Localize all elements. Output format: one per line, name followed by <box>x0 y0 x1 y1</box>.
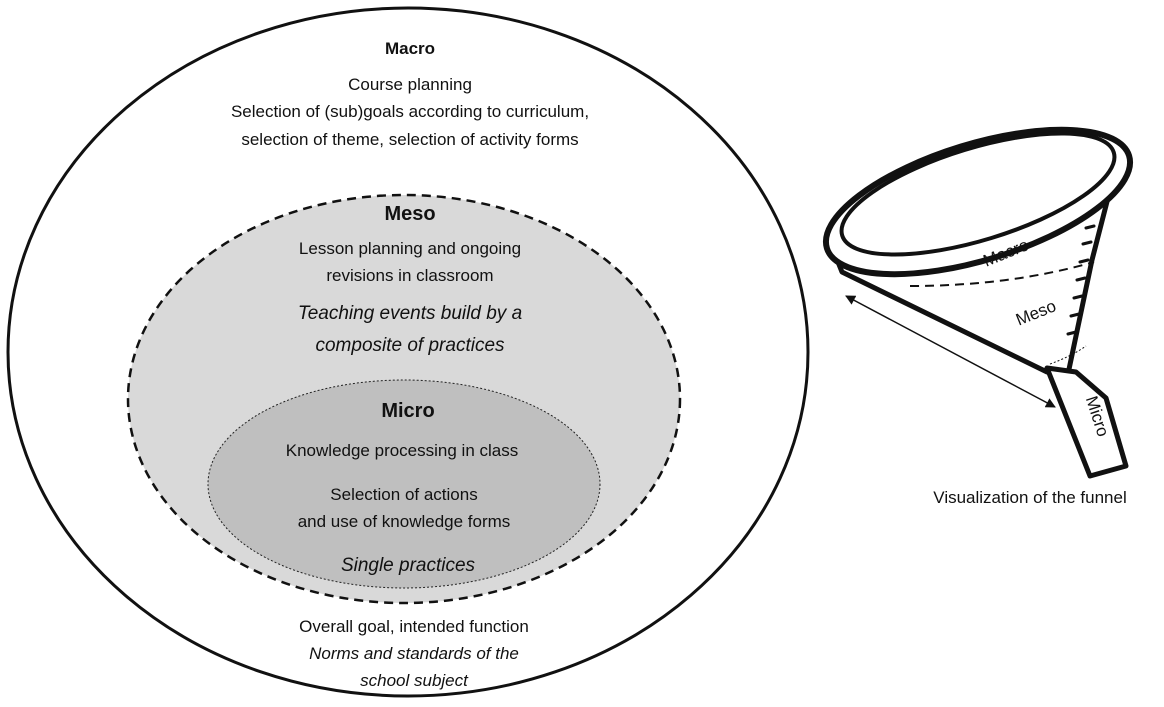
macro-norms-line-2: school subject <box>360 671 469 690</box>
micro-selection-line-1: Selection of actions <box>330 485 477 504</box>
meso-title: Meso <box>384 203 435 225</box>
macro-overall-goal: Overall goal, intended function <box>299 617 529 636</box>
meso-italic-line-2: composite of practices <box>315 335 505 356</box>
funnel-rim-outer <box>822 126 1134 278</box>
macro-course-planning: Course planning <box>348 75 472 94</box>
funnel-rim-inner <box>839 131 1117 257</box>
funnel-divider-meso-micro <box>1049 345 1087 365</box>
funnel-stem <box>1044 365 1129 479</box>
meso-lesson-planning-line-1: Lesson planning and ongoing <box>299 239 521 258</box>
meso-lesson-planning-line-2: revisions in classroom <box>326 266 493 285</box>
funnel-caption: Visualization of the funnel <box>933 488 1126 507</box>
micro-selection-line-2: and use of knowledge forms <box>298 512 511 531</box>
micro-knowledge-processing: Knowledge processing in class <box>286 441 518 460</box>
micro-ellipse <box>207 379 601 589</box>
macro-title: Macro <box>385 39 435 58</box>
funnel-double-arrow <box>845 295 1056 408</box>
funnel-illustration: Macro Meso Micro <box>822 126 1134 479</box>
macro-selection-line-1: Selection of (sub)goals according to cur… <box>231 102 589 121</box>
micro-italic-single-practices: Single practices <box>341 555 476 576</box>
macro-selection-line-2: selection of theme, selection of activit… <box>241 130 578 149</box>
funnel-divider-macro-meso <box>909 261 1095 287</box>
funnel-scale-ticks <box>1066 224 1096 336</box>
micro-title: Micro <box>381 400 434 422</box>
meso-italic-line-1: Teaching events build by a <box>298 303 522 324</box>
macro-norms-line-1: Norms and standards of the <box>309 644 519 663</box>
